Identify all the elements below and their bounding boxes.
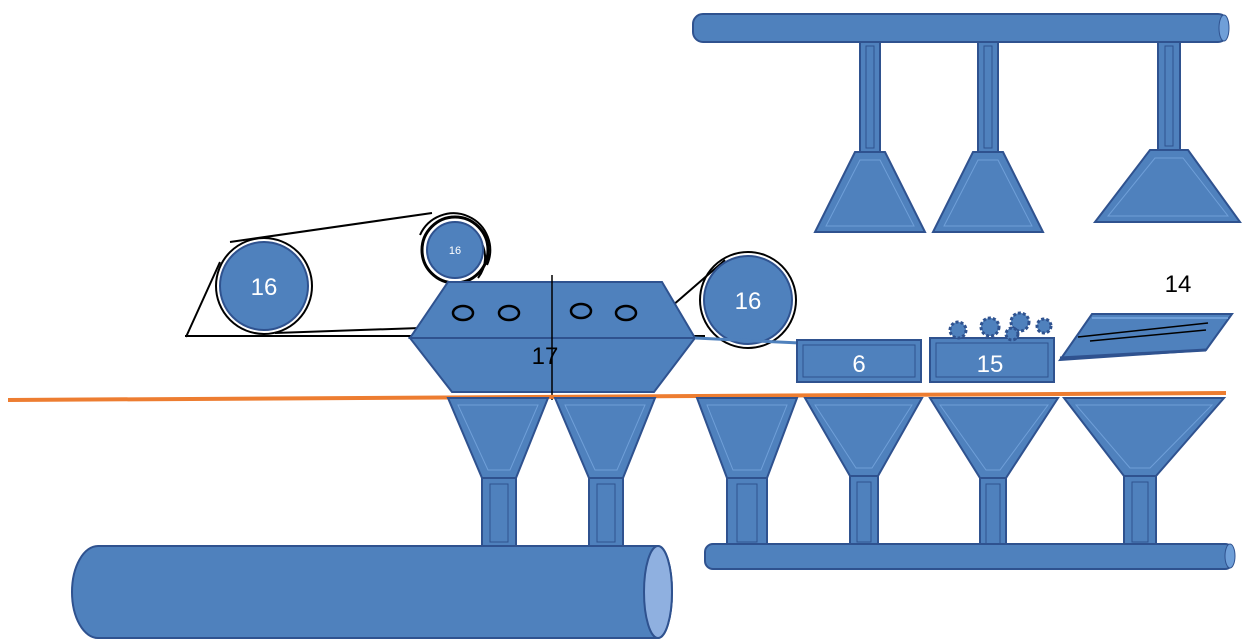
- funnel-2: [553, 397, 657, 547]
- storage-cylinder: [71, 545, 673, 639]
- machine-label: 17: [532, 343, 559, 370]
- pulley-small-label: 16: [449, 245, 461, 257]
- box-6-label: 6: [852, 351, 865, 378]
- funnel-4: [803, 397, 924, 547]
- pulley-small: 16: [420, 215, 490, 285]
- exhaust-hood-1: [813, 41, 927, 233]
- box-15-label: 15: [977, 351, 1004, 378]
- exhaust-hood-3: [1092, 41, 1242, 223]
- funnel-6: [1061, 397, 1227, 547]
- drive-belt: [185, 212, 726, 338]
- funnel-5: [928, 397, 1060, 549]
- funnel-3: [695, 397, 799, 547]
- plate-14: 14: [1057, 271, 1234, 362]
- floor-line: [7, 391, 1227, 402]
- gear-cluster-icon: [948, 311, 1053, 342]
- top-header-pipe: [692, 13, 1230, 43]
- pulley-left: 16: [215, 237, 313, 335]
- pulley-left-label: 16: [251, 274, 278, 301]
- exhaust-hood-2: [931, 41, 1045, 233]
- funnel-1: [446, 397, 550, 547]
- bottom-collector-pipe: [704, 543, 1236, 570]
- box-15: 15: [929, 337, 1055, 383]
- pulley-right: 16: [699, 251, 797, 349]
- connector-line: [694, 336, 801, 345]
- pulley-right-label: 16: [735, 288, 762, 315]
- central-machine: 17: [407, 275, 698, 400]
- box-6: 6: [796, 339, 922, 383]
- plate-14-label: 14: [1165, 271, 1192, 298]
